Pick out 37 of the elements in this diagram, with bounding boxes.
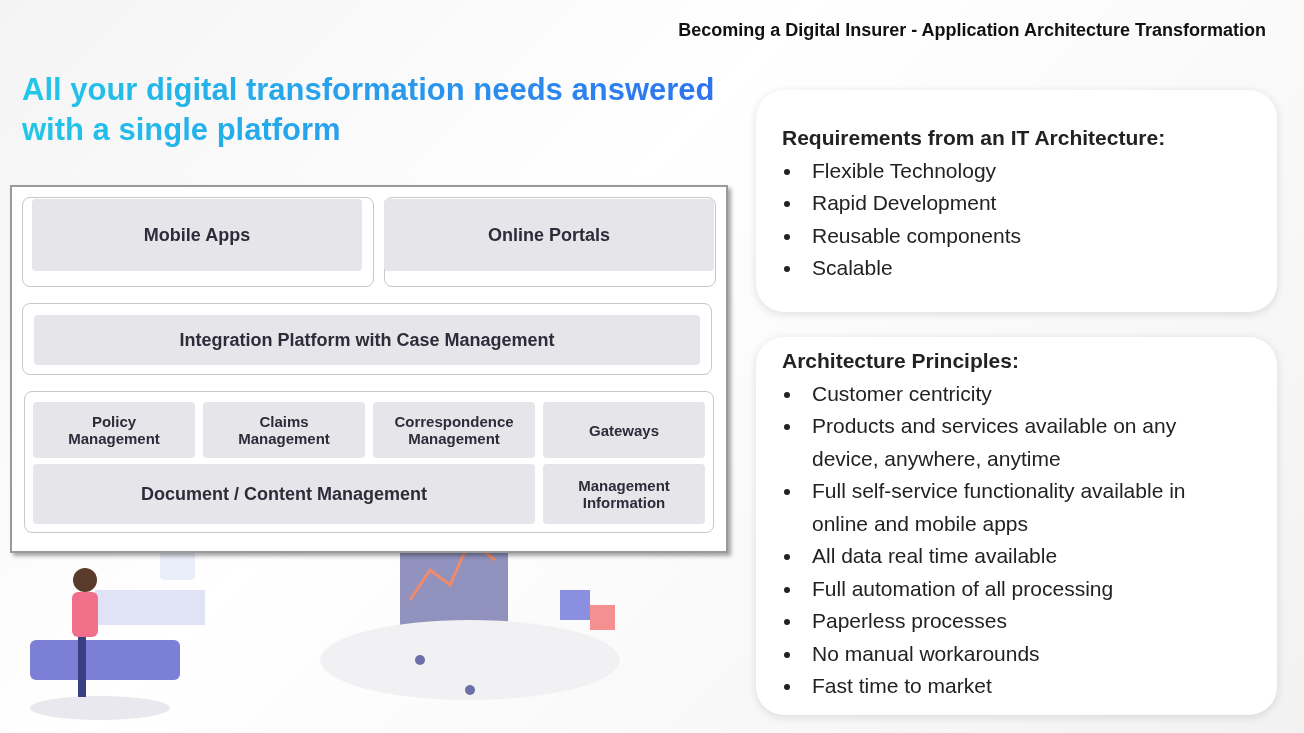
card-heading: Architecture Principles: [782, 348, 1020, 374]
module-box [33, 464, 535, 524]
info-card [756, 90, 1277, 312]
bullet-item: All data real time available [812, 544, 1058, 567]
bullet-item: Full automation of all processing [812, 576, 1114, 600]
architecture-panel [10, 185, 728, 553]
module-box [373, 402, 535, 458]
module-label: Policy Management [67, 413, 161, 447]
module-box [32, 199, 362, 271]
module-group [24, 391, 714, 533]
module-label: Gateways [588, 421, 659, 439]
module-label: Mobile Apps [143, 224, 251, 246]
module-label: Management Information [577, 477, 671, 511]
bullet-item: Paperless processes [812, 609, 1007, 632]
bullet-item: Fast time to market [812, 674, 992, 697]
module-box [543, 464, 705, 524]
module-box [384, 199, 714, 271]
module-box [203, 402, 365, 458]
bullet-item: Rapid Development [812, 191, 997, 214]
module-label: Document / Content Management [141, 483, 427, 505]
page-header: Becoming a Digital Insurer - Application Architecture Transformation [678, 20, 1266, 41]
bullet-item: Scalable [812, 256, 893, 279]
module-label: Correspondence Management [393, 413, 515, 447]
module-label: Integration Platform with Case Management [179, 329, 555, 351]
integration-bar [34, 315, 700, 365]
bullet-item: Full self-service functionality available in online and mobile apps [812, 479, 1186, 535]
info-card [756, 337, 1277, 715]
module-label: Claims Management [237, 413, 331, 447]
card-heading: Requirements from an IT Architecture: [782, 125, 1167, 151]
module-label: Online Portals [488, 224, 610, 246]
bullet-item: Products and services available on any device, anywhere, anytime [812, 414, 1177, 470]
bullet-item: Customer centricity [812, 381, 992, 405]
module-box [33, 402, 195, 458]
bullet-item: Flexible Technology [812, 158, 997, 182]
bullet-item: No manual workarounds [812, 641, 1040, 665]
module-box [543, 402, 705, 458]
bullet-item: Reusable components [812, 223, 1021, 247]
